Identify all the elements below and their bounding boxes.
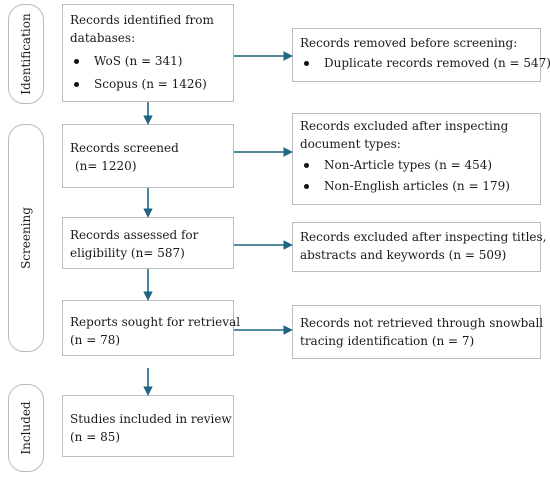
records-not-retrieved-line-2: tracing identification (n = 7) [300,334,475,348]
phase-screening: Screening [8,124,44,352]
records-excluded-types-box: Records excluded after inspecting docume… [292,113,541,205]
records-excluded-titles-line-2: abstracts and keywords (n = 509) [300,248,507,262]
studies-included-line-2: (n = 85) [70,430,121,444]
wos-count: WoS (n = 341) [70,52,226,70]
records-screened-line-1: Records screened [70,141,179,155]
records-excluded-titles-box: Records excluded after inspecting titles… [292,222,547,272]
records-identified-title-1: Records identified from [70,13,214,27]
records-removed-box: Records removed before screening: Duplic… [292,28,550,82]
records-screened-line-2: (n= 1220) [75,159,137,173]
records-removed-title: Records removed before screening: [300,36,518,50]
non-article-types: Non-Article types (n = 454) [300,156,533,174]
reports-sought-box: Reports sought for retrieval (n = 78) [62,300,241,356]
records-excluded-types-title-1: Records excluded after inspecting [300,119,509,133]
reports-sought-line-2: (n = 78) [70,333,121,347]
reports-sought-line-1: Reports sought for retrieval [70,315,241,329]
duplicate-records-removed: Duplicate records removed (n = 547) [300,54,550,72]
records-excluded-titles-line-1: Records excluded after inspecting titles… [300,230,547,244]
records-not-retrieved-box: Records not retrieved through snowball t… [292,305,544,359]
phase-identification: Identification [8,4,44,104]
phase-included: Included [8,384,44,472]
records-screened-box: Records screened (n= 1220) [62,124,234,188]
scopus-count: Scopus (n = 1426) [70,75,226,93]
records-assessed-line-2: eligibility (n= 587) [70,246,185,260]
records-assessed-box: Records assessed for eligibility (n= 587… [62,217,234,269]
studies-included-box: Studies included in review (n = 85) [62,395,234,457]
records-not-retrieved-line-1: Records not retrieved through snowball [300,316,544,330]
non-english-articles: Non-English articles (n = 179) [300,177,533,195]
records-assessed-line-1: Records assessed for [70,228,199,242]
records-identified-title-2: databases: [70,31,136,45]
records-excluded-types-title-2: document types: [300,137,401,151]
studies-included-line-1: Studies included in review [70,412,232,426]
records-identified-box: Records identified from databases: WoS (… [62,4,234,102]
